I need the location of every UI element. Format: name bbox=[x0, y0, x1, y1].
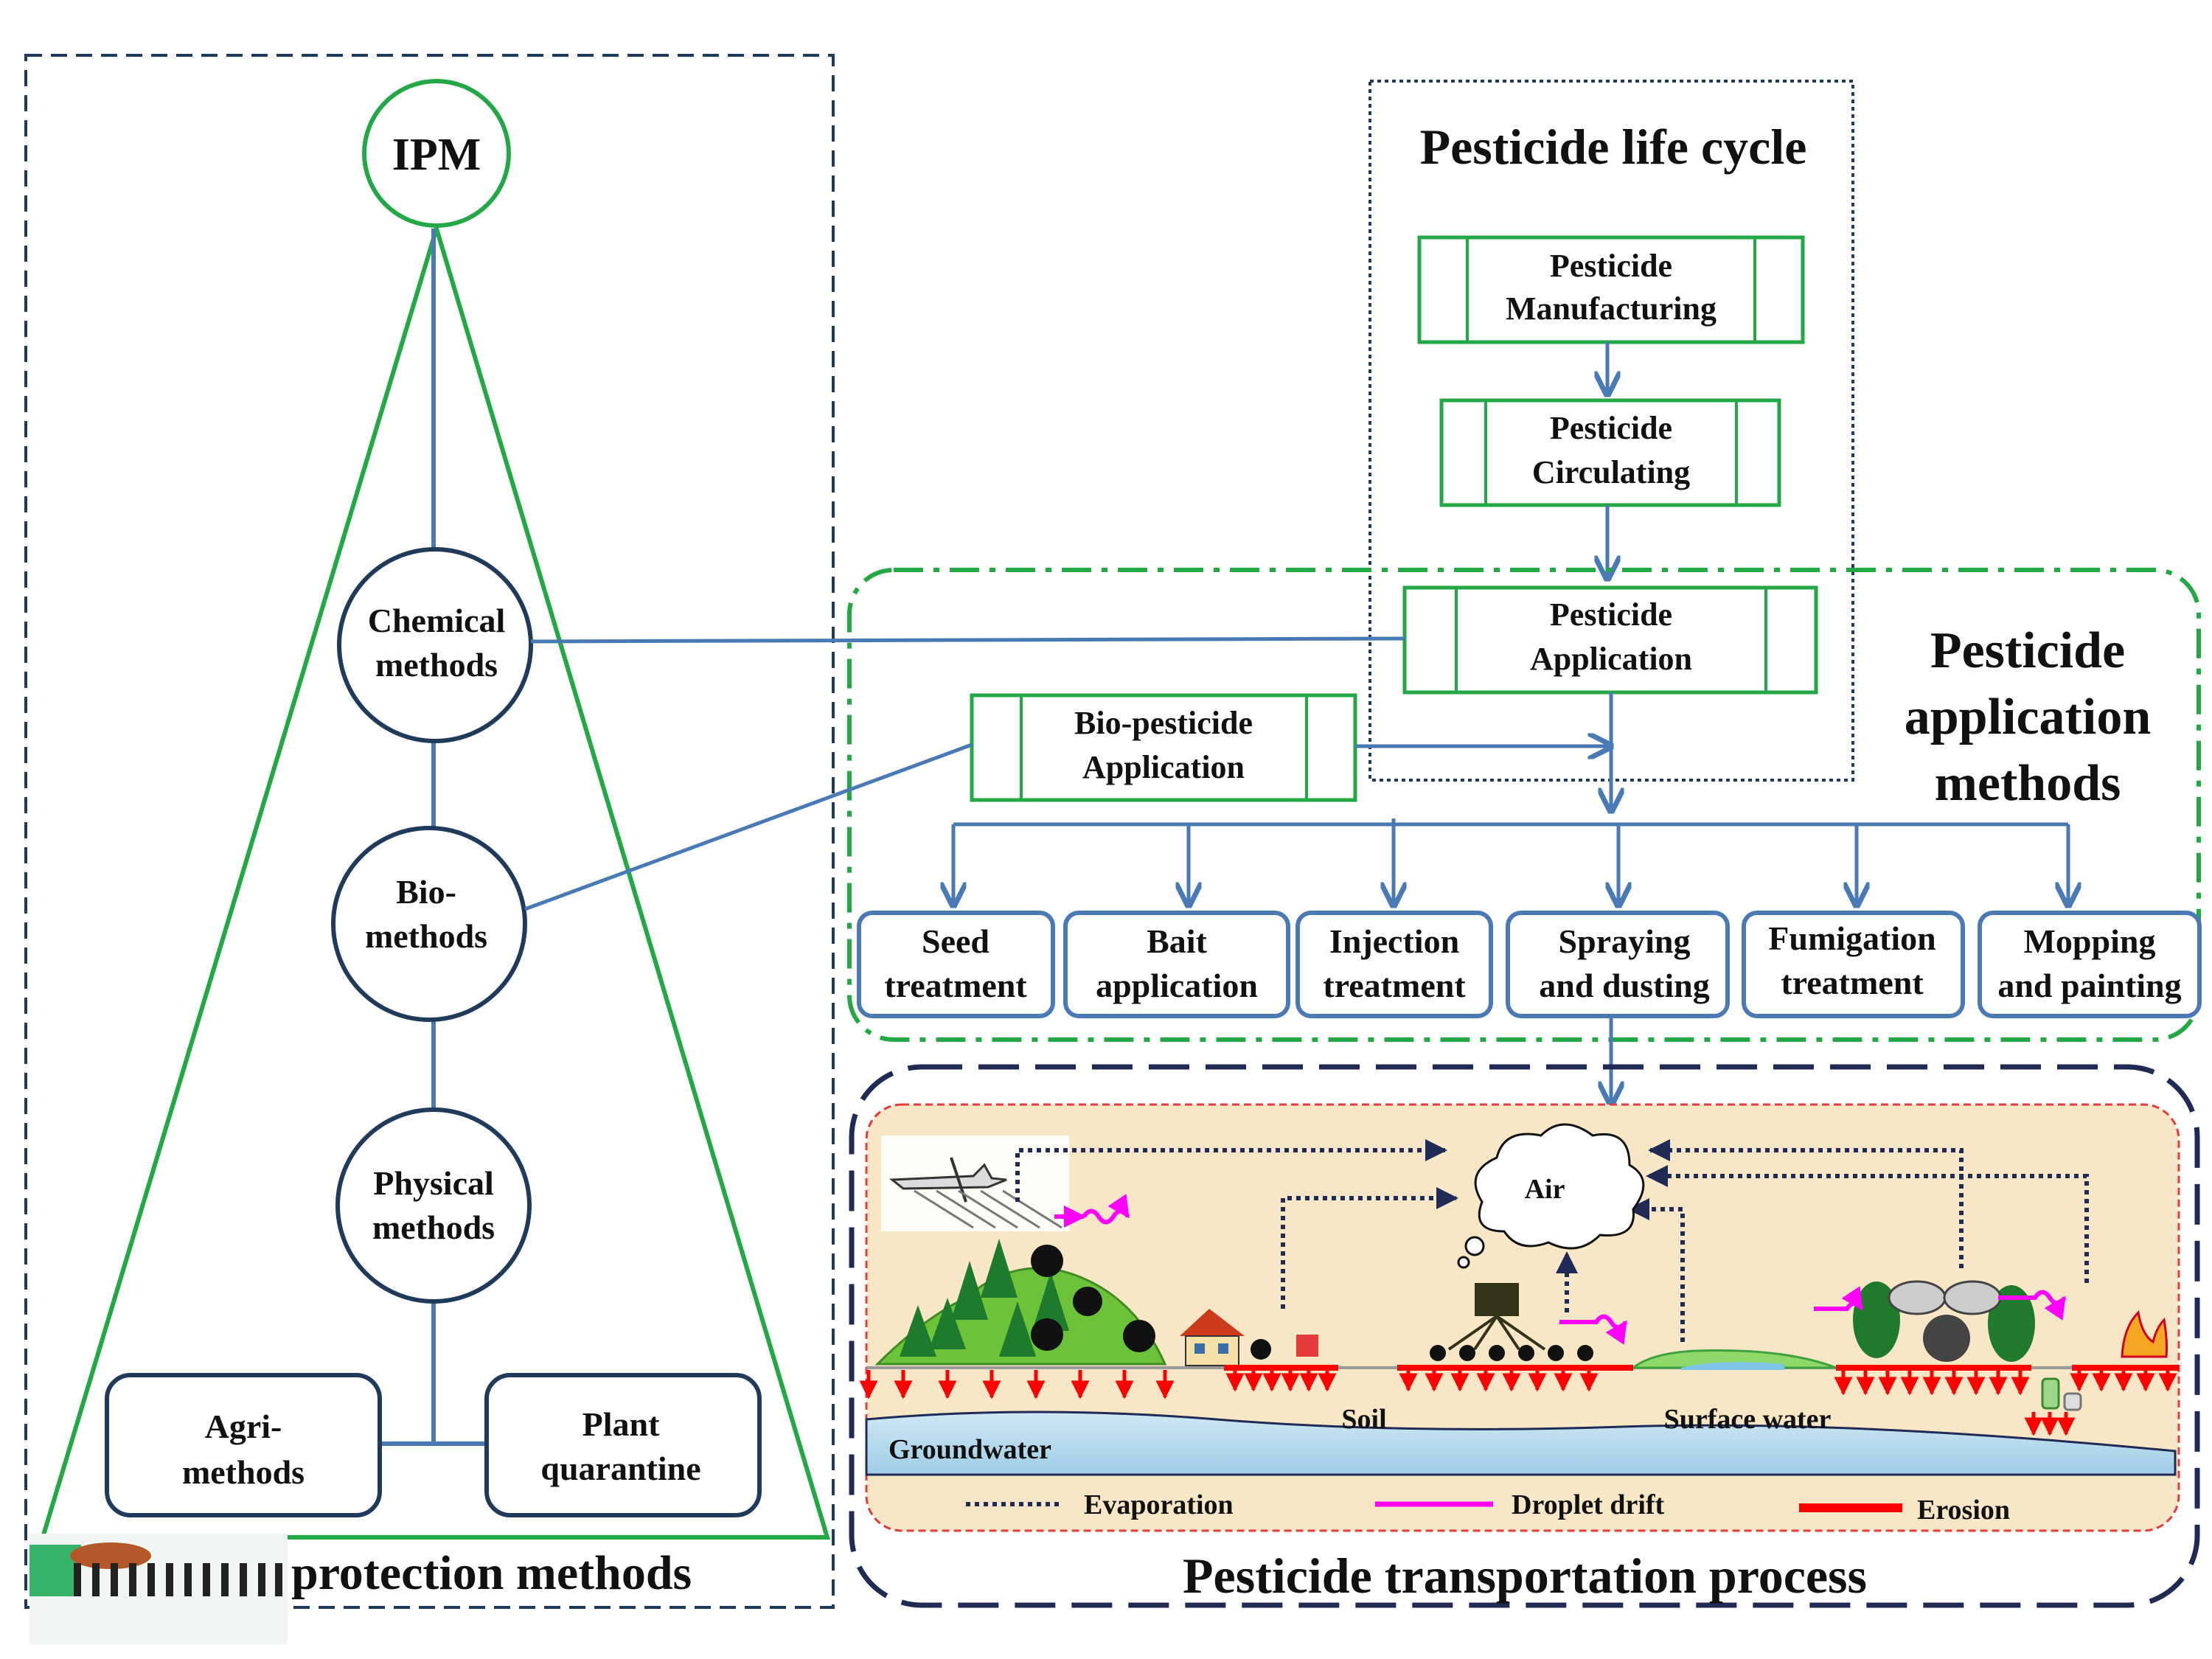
application-methods-title-1: Pesticide bbox=[1930, 622, 2125, 679]
transport-title: Pesticide transportation process bbox=[1183, 1548, 1867, 1604]
transport-scene: Groundwater bbox=[859, 1103, 2180, 1532]
method-spraying-line2: and dusting bbox=[1539, 967, 1709, 1004]
circulating-line1: Pesticide bbox=[1550, 410, 1672, 446]
method-fumigation-treatment: Fumigation treatment bbox=[1742, 824, 1965, 1018]
method-injection-line1: Injection bbox=[1329, 922, 1459, 960]
bio-methods-node: Bio- methods bbox=[331, 826, 527, 1022]
pesticide-application-box: Pesticide Application bbox=[1402, 585, 1818, 695]
method-spraying-line1: Spraying bbox=[1559, 922, 1691, 960]
soil-label: Soil bbox=[1341, 1404, 1386, 1435]
method-fumigation-line2: treatment bbox=[1781, 964, 1924, 1001]
plant-quarantine-box: Plant quarantine bbox=[484, 1373, 762, 1517]
method-fumigation-line1: Fumigation bbox=[1768, 919, 1935, 957]
manufacturing-box: Pesticide Manufacturing bbox=[1417, 235, 1805, 344]
evaporation-paths bbox=[1015, 1139, 2089, 1342]
bottle-icon bbox=[2041, 1377, 2082, 1411]
droplet-drift-icons bbox=[1054, 1194, 2067, 1345]
ipm-label: IPM bbox=[392, 130, 481, 180]
application-methods-border bbox=[847, 568, 2201, 1042]
ipm-section-title: protection methods bbox=[291, 1546, 692, 1600]
method-seed-treatment: Seed treatment bbox=[857, 824, 1055, 1018]
application-methods-title-3: methods bbox=[1935, 755, 2121, 812]
method-seed-line2: treatment bbox=[884, 967, 1027, 1004]
chemical-methods-node: Chemical methods bbox=[337, 547, 533, 743]
agri-methods-line2: methods bbox=[182, 1453, 305, 1491]
circulating-line2: Circulating bbox=[1532, 454, 1690, 490]
physical-methods-line1: Physical bbox=[373, 1164, 494, 1202]
bio-pesticide-box: Bio-pesticide Application bbox=[970, 693, 1357, 802]
pesticide-application-line2: Application bbox=[1530, 641, 1692, 677]
method-seed-line1: Seed bbox=[922, 922, 990, 960]
manufacturing-line1: Pesticide bbox=[1550, 248, 1672, 284]
method-injection-treatment: Injection treatment bbox=[1295, 818, 1493, 1018]
obscured-graphic bbox=[29, 1534, 288, 1644]
physical-methods-line2: methods bbox=[372, 1208, 495, 1246]
application-methods-title-2: application bbox=[1905, 689, 2152, 745]
agri-methods-line1: Agri- bbox=[205, 1408, 282, 1445]
transport-legend: Evaporation Droplet drift Erosion bbox=[966, 1489, 2010, 1526]
fumigation-icon bbox=[1853, 1280, 2035, 1362]
ipm-circle bbox=[362, 79, 511, 228]
plant-quarantine-line2: quarantine bbox=[540, 1450, 700, 1487]
method-bait-line2: application bbox=[1096, 967, 1258, 1004]
chemical-methods-line1: Chemical bbox=[368, 602, 506, 639]
groundwater-label: Groundwater bbox=[888, 1434, 1051, 1465]
manufacturing-line2: Manufacturing bbox=[1506, 291, 1717, 327]
bio-methods-line2: methods bbox=[365, 917, 487, 955]
chemical-to-application-line bbox=[530, 636, 1405, 644]
chemical-methods-line2: methods bbox=[375, 646, 498, 684]
method-mopping-line2: and painting bbox=[1997, 967, 2181, 1004]
air-cloud: Air bbox=[1457, 1123, 1645, 1269]
tractor-sprayer-icon bbox=[1430, 1283, 1593, 1361]
ipm-triangle bbox=[39, 220, 831, 1540]
surface-water-icon bbox=[1630, 1349, 1837, 1370]
surface-water-label: Surface water bbox=[1664, 1404, 1832, 1435]
transport-border bbox=[849, 1064, 2200, 1608]
groundwater-layer bbox=[865, 1411, 2177, 1476]
method-mopping-painting: Mopping and painting bbox=[1978, 824, 2202, 1018]
bio-pesticide-line1: Bio-pesticide bbox=[1074, 705, 1253, 741]
hill-trees-icon bbox=[874, 1239, 1167, 1366]
pesticide-application-line1: Pesticide bbox=[1550, 597, 1672, 633]
method-bait-application: Bait application bbox=[1063, 824, 1290, 1018]
house-icon bbox=[1180, 1309, 1318, 1366]
physical-methods-node: Physical methods bbox=[335, 1107, 532, 1304]
legend-evaporation-label: Evaporation bbox=[1084, 1489, 1234, 1520]
method-bait-line1: Bait bbox=[1147, 922, 1207, 960]
fire-icon bbox=[2121, 1310, 2168, 1358]
method-spraying-dusting: Spraying and dusting bbox=[1506, 824, 1730, 1018]
bio-methods-line1: Bio- bbox=[396, 873, 456, 911]
method-mopping-line1: Mopping bbox=[2024, 922, 2156, 960]
air-label: Air bbox=[1525, 1174, 1565, 1205]
legend-droplet-drift-label: Droplet drift bbox=[1512, 1489, 1665, 1520]
agri-methods-box: Agri- methods bbox=[105, 1373, 382, 1517]
circulating-box: Pesticide Circulating bbox=[1439, 398, 1781, 507]
bio-to-biopesticide-line bbox=[524, 742, 973, 911]
bio-pesticide-line2: Application bbox=[1082, 749, 1245, 785]
lifecycle-title: Pesticide life cycle bbox=[1420, 119, 1807, 175]
plant-quarantine-line1: Plant bbox=[582, 1405, 660, 1443]
legend-erosion-label: Erosion bbox=[1917, 1495, 2010, 1526]
method-injection-line2: treatment bbox=[1323, 967, 1466, 1004]
erosion-arrows bbox=[859, 1370, 2177, 1436]
ipm-section-border bbox=[24, 54, 835, 1609]
